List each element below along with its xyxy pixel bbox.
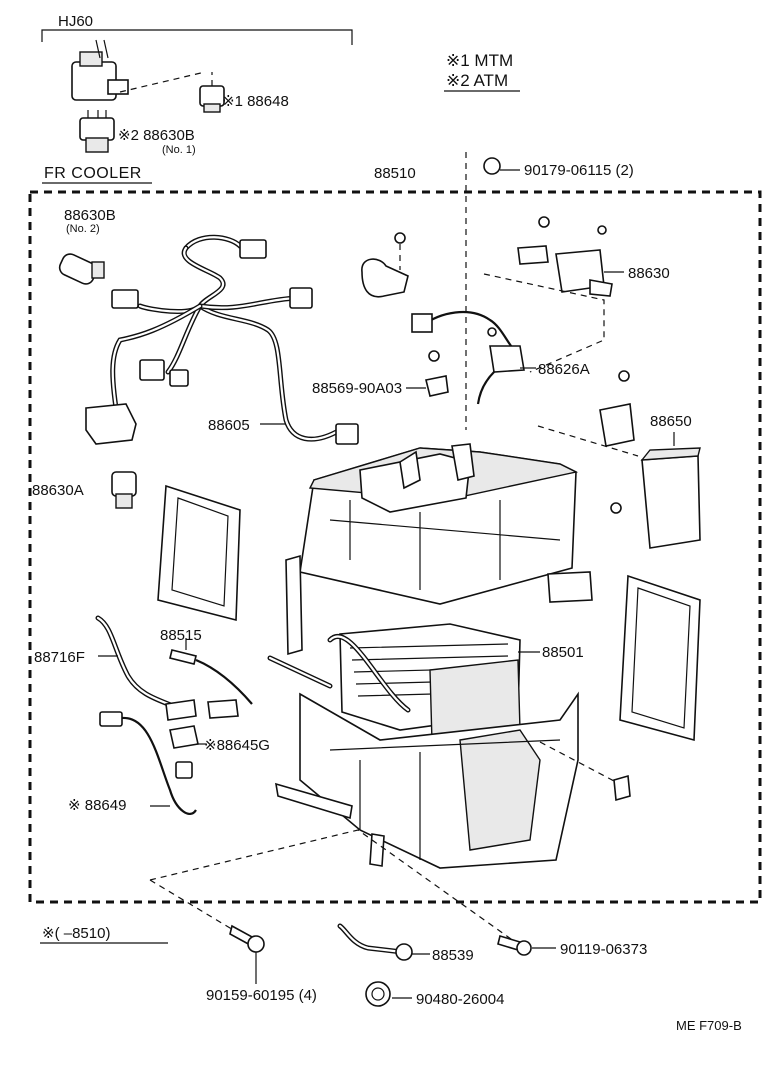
- clip-grommet-part: [361, 232, 409, 298]
- part-88645G-switch: [165, 699, 239, 749]
- label-88650: 88650: [650, 413, 692, 430]
- part-88569-clip: [406, 350, 449, 397]
- part-88501-evaporator: [327, 623, 540, 743]
- label-88569: 88569-90A03: [312, 380, 402, 397]
- label-88630B-no1-sub: (No. 1): [162, 144, 196, 156]
- label-90119: 90119-06373: [560, 941, 647, 958]
- label-88515: 88515: [160, 627, 202, 644]
- part-88626A-thermistor: [411, 311, 536, 405]
- label-88626A: 88626A: [538, 361, 590, 378]
- right-gasket-frame: [619, 574, 701, 742]
- part-90480-plug: [365, 981, 412, 1007]
- label-90179: 90179-06115 (2): [524, 162, 634, 179]
- figure-code: ME F709-B: [676, 1018, 742, 1033]
- label-hj60: HJ60: [58, 13, 93, 30]
- part-88630A-switch: [111, 471, 137, 509]
- label-88630: 88630: [628, 265, 670, 282]
- label-serial-note: ※( –8510): [42, 925, 110, 942]
- part-88716F-pipe: [95, 615, 181, 711]
- label-88630A: 88630A: [32, 482, 84, 499]
- part-90119-bolt: [497, 934, 556, 956]
- hj60-bracket: HJ60: [41, 13, 353, 45]
- note-mtm: ※1 MTM: [446, 51, 513, 70]
- evaporator-inlet-pipe: [267, 655, 333, 689]
- label-90480: 90480-26004: [416, 991, 504, 1008]
- left-gasket-frame: [157, 484, 241, 622]
- part-88605-wire-harness: [85, 234, 359, 445]
- label-90159: 90159-60195 (4): [206, 987, 317, 1004]
- cooler-upper-case: [285, 443, 593, 656]
- label-88649: ※ 88649: [68, 797, 126, 814]
- label-88645G: ※88645G: [204, 737, 270, 754]
- part-88630B-no2-switch: [58, 253, 105, 285]
- label-fr-cooler: FR COOLER: [44, 165, 142, 182]
- label-88539: 88539: [432, 947, 474, 964]
- label-88605: 88605: [208, 417, 250, 434]
- part-88648-connector: [199, 72, 225, 113]
- part-88650-amplifier: [537, 370, 701, 549]
- part-90179-screw: [465, 152, 520, 430]
- part-90159-bolt: [229, 924, 265, 984]
- bottom-leader-dashes: [149, 829, 519, 945]
- label-88501: 88501: [542, 644, 584, 661]
- part-88539-drain-hose: [337, 923, 430, 961]
- label-88630B-no2: 88630B: [64, 207, 116, 224]
- bottom-leader-dash-2: [149, 879, 241, 935]
- part-88630B-no1-switch: [79, 110, 115, 153]
- cooler-lower-case: [275, 691, 631, 869]
- label-88648: ※1 88648: [222, 93, 289, 110]
- label-88510: 88510: [374, 165, 416, 182]
- note-atm: ※2 ATM: [446, 71, 508, 90]
- label-88630B-no1: ※2 88630B: [118, 127, 195, 144]
- part-88630-relay: [483, 216, 624, 373]
- part-88515-sensor: [169, 638, 253, 705]
- pressure-switch-assembly-top: [71, 39, 206, 101]
- label-88630B-no2-sub: (No. 2): [66, 223, 100, 235]
- label-88716F: 88716F: [34, 649, 85, 666]
- part-88649-sensor-wire: [99, 711, 197, 815]
